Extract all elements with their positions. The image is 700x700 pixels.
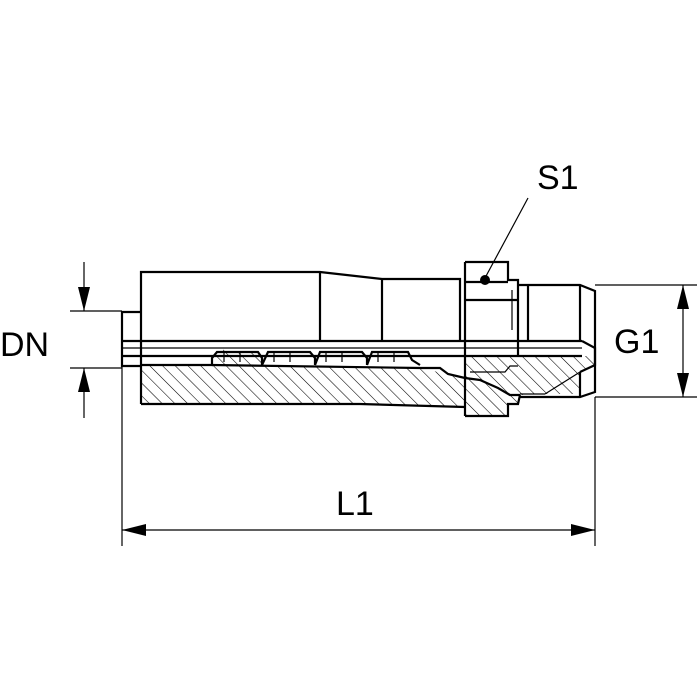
section-hatching <box>141 348 595 416</box>
tail-stub <box>120 310 141 368</box>
ferrule-outline <box>139 270 462 404</box>
g1-dimension <box>595 284 697 398</box>
insert-barbs <box>141 350 466 380</box>
dn-label: DN <box>0 326 49 364</box>
internal-bore-step <box>464 365 520 397</box>
ferrule-lower <box>141 402 466 409</box>
l1-dimension <box>121 366 596 546</box>
l1-arrow-left <box>122 524 146 536</box>
bore-lines <box>122 339 582 358</box>
s1-leader <box>480 197 529 285</box>
g1-arrow-top <box>677 285 689 309</box>
g1-label: G1 <box>614 323 659 361</box>
fitting-body <box>120 260 597 418</box>
dn-dimension <box>70 262 122 418</box>
s1-leader-dot <box>480 275 490 285</box>
l1-label: L1 <box>336 485 374 523</box>
dn-arrow-top <box>78 287 90 311</box>
threaded-end <box>518 283 597 399</box>
s1-label: S1 <box>537 159 579 197</box>
l1-arrow-right <box>571 524 595 536</box>
dn-arrow-bottom <box>78 368 90 392</box>
g1-arrow-bottom <box>677 373 689 397</box>
